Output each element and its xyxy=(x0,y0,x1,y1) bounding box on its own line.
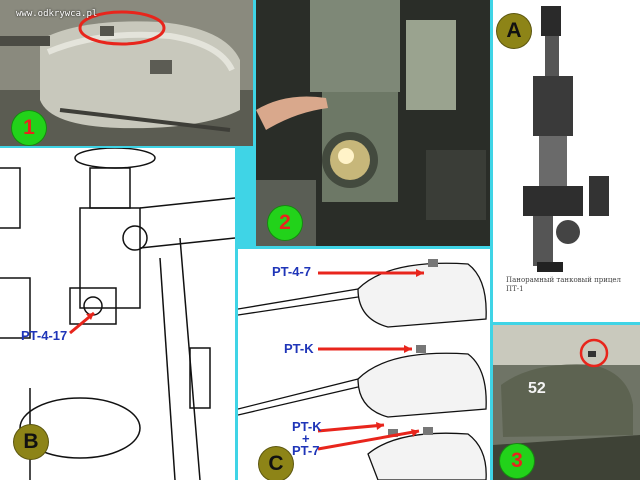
badge-1: 1 xyxy=(11,110,47,146)
badge-a: A xyxy=(496,13,532,49)
periscope-drawing xyxy=(0,148,235,480)
label-pt-7: PT-7 xyxy=(292,443,320,458)
photo-panel-2: 2 xyxy=(256,0,490,246)
badge-3: 3 xyxy=(499,443,535,479)
turret-photo-1 xyxy=(0,0,253,146)
badge-b: B xyxy=(13,424,49,460)
watermark: www.odkrywca.pl xyxy=(16,9,98,19)
photo-panel-3: 52 3 xyxy=(493,325,640,480)
drawing-panel-c: PT-4-7 PT-K PT-K + PT-7 C xyxy=(238,249,490,480)
caption-line-2: ПТ-1 xyxy=(506,285,524,293)
panoramic-sight-drawing xyxy=(523,6,609,272)
label-pt-4-7: PT-4-7 xyxy=(272,264,312,279)
label-pt-4-17: PT-4-17 xyxy=(21,328,68,343)
drawing-panel-b: PT-4-17 B xyxy=(0,148,235,480)
caption-line-1: Панорамный танковый прицел xyxy=(506,276,621,284)
label-plus: + xyxy=(302,431,310,446)
sight-caption: Панорамный танковый прицел ПТ-1 xyxy=(506,276,626,294)
badge-c: C xyxy=(258,446,294,480)
badge-2: 2 xyxy=(267,205,303,241)
turret-comparison-drawing xyxy=(238,259,487,480)
tank-number: 52 xyxy=(528,380,546,397)
photo-panel-1: www.odkrywca.pl 1 xyxy=(0,0,253,146)
drawing-panel-a: A Панорамный танковый прицел ПТ-1 xyxy=(493,0,640,322)
label-pt-k: PT-K xyxy=(284,341,314,356)
label-pt-k-combo: PT-K xyxy=(292,419,322,434)
sight-photo-2 xyxy=(256,0,490,246)
